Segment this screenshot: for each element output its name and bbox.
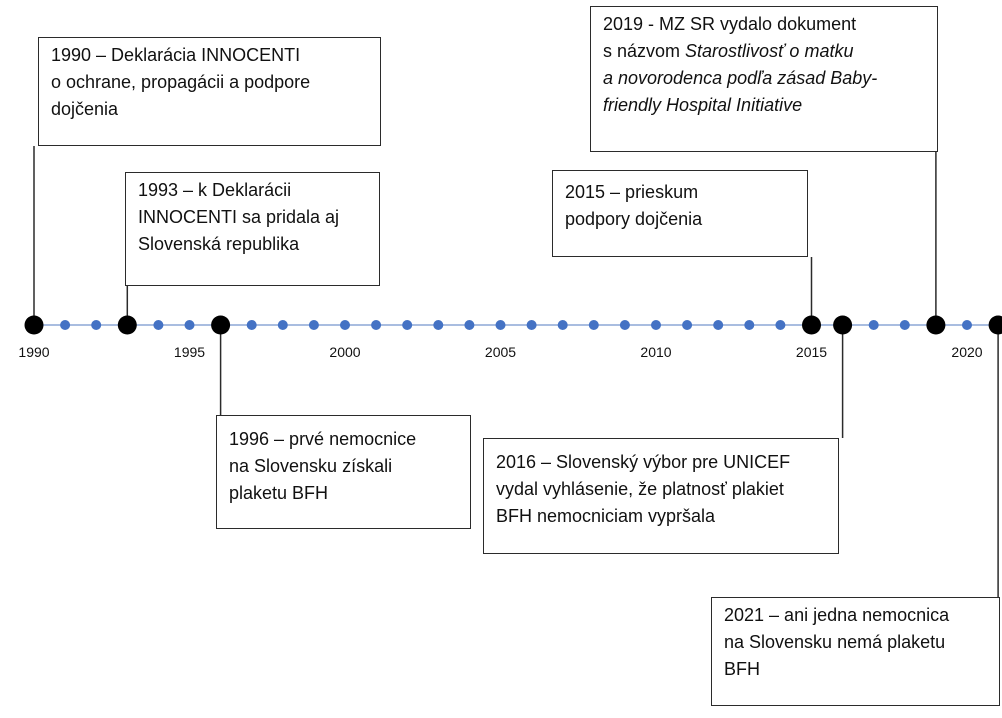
event-1996-line-3: plaketu BFH	[229, 483, 329, 503]
tick-label-2005: 2005	[485, 344, 516, 360]
event-1996-line-1: 1996 – prvé nemocnice	[229, 429, 417, 449]
event-1993-line-1: 1993 – k Deklarácii	[138, 180, 292, 200]
event-box-1996: 1996 – prvé nemocnice na Slovensku získa…	[216, 415, 471, 529]
year-dot-1997	[246, 320, 257, 330]
event-dot-2015	[802, 315, 821, 335]
event-1990-line-2: o ochrane, propagácii a podpore	[51, 72, 311, 92]
year-dot-2006	[526, 320, 537, 330]
event-box-1993: 1993 – k Deklarácii INNOCENTI sa pridala…	[125, 172, 380, 286]
year-dot-2000	[340, 320, 350, 330]
event-box-2016: 2016 – Slovenský výbor pre UNICEF vydal …	[483, 438, 839, 554]
year-dot-2009	[619, 320, 630, 330]
event-2021-line-3: BFH	[724, 659, 760, 679]
year-dot-2002	[402, 320, 413, 330]
event-2021-line-1: 2021 – ani jedna nemocnica	[724, 605, 950, 625]
year-dots	[60, 320, 972, 330]
year-dot-1994	[153, 320, 164, 330]
year-dot-2013	[744, 320, 755, 330]
year-dot-1998	[277, 320, 288, 330]
event-2015-line-1: 2015 – prieskum	[565, 182, 699, 202]
event-2021-line-2: na Slovensku nemá plaketu	[724, 632, 946, 652]
year-dot-2001	[371, 320, 382, 330]
event-dot-2016	[833, 315, 853, 335]
tick-label-2020: 2020	[951, 344, 982, 360]
event-1990-line-1: 1990 – Deklarácia INNOCENTI	[51, 45, 301, 65]
event-dot-2019	[926, 315, 946, 335]
tick-label-1995: 1995	[174, 344, 205, 360]
year-dot-2011	[682, 320, 693, 330]
year-dot-2004	[464, 320, 475, 330]
event-2016-line-3: BFH nemocniciam vypršala	[496, 506, 716, 526]
event-2016-line-1: 2016 – Slovenský výbor pre UNICEF	[496, 452, 791, 472]
year-dot-2017	[868, 320, 879, 330]
tick-label-2010: 2010	[640, 344, 671, 360]
year-dot-2007	[557, 320, 568, 330]
event-markers	[24, 315, 1002, 335]
event-1990-line-3: dojčenia	[51, 99, 119, 119]
year-dot-2010	[651, 320, 661, 330]
year-dot-2018	[899, 320, 910, 330]
year-dot-2020	[962, 320, 972, 330]
year-dot-2005	[495, 320, 506, 330]
tick-label-2000: 2000	[329, 344, 360, 360]
year-dot-1995	[184, 320, 195, 330]
event-dot-1993	[117, 315, 137, 335]
event-2019-line-1: 2019 - MZ SR vydalo dokument	[603, 14, 857, 34]
event-2015-line-2: podpory dojčenia	[565, 209, 703, 229]
year-dot-1991	[60, 320, 71, 330]
year-dot-2012	[713, 320, 724, 330]
event-dot-2021	[988, 315, 1002, 335]
event-box-2015: 2015 – prieskum podpory dojčenia	[552, 170, 808, 257]
event-2016-line-2: vydal vyhlásenie, že platnosť plakiet	[496, 479, 784, 499]
event-1993-line-2: INNOCENTI sa pridala aj	[138, 207, 340, 227]
event-2019-line-2-prefix: s názvom	[603, 41, 686, 61]
axis-tick-labels: 1990 1995 2000 2005 2010 2015 2020	[18, 344, 982, 360]
year-dot-2008	[588, 320, 599, 330]
year-dot-2003	[433, 320, 444, 330]
year-dot-2014	[775, 320, 786, 330]
event-2019-line-2-italic: Starostlivosť o matku	[685, 41, 854, 61]
event-dot-1990	[24, 315, 44, 335]
year-dot-1999	[308, 320, 319, 330]
event-1993-line-3: Slovenská republika	[138, 234, 300, 254]
event-2019-line-4: friendly Hospital Initiative	[603, 95, 803, 115]
event-2019-line-2: s názvom Starostlivosť o matku	[603, 38, 925, 65]
event-box-2021: 2021 – ani jedna nemocnica na Slovensku …	[711, 597, 1000, 706]
year-dot-1992	[91, 320, 102, 330]
event-2019-line-3: a novorodenca podľa zásad Baby-	[603, 68, 878, 88]
event-dot-1996	[211, 315, 231, 335]
event-box-1990: 1990 – Deklarácia INNOCENTI o ochrane, p…	[38, 37, 381, 146]
event-box-2019: 2019 - MZ SR vydalo dokument s názvom St…	[590, 6, 938, 152]
event-1996-line-2: na Slovensku získali	[229, 456, 393, 476]
tick-label-2015: 2015	[796, 344, 827, 360]
tick-label-1990: 1990	[18, 344, 49, 360]
